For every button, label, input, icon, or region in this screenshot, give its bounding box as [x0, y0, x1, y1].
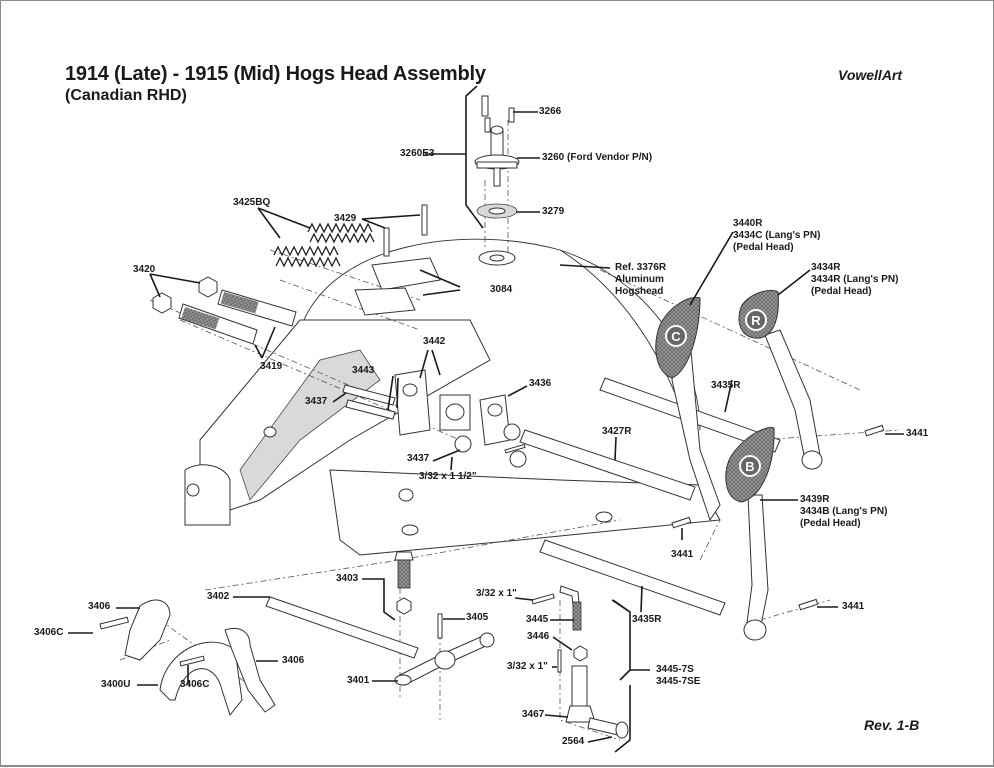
- callout-3446: 3446: [527, 631, 550, 642]
- callout-3440r-line3: (Pedal Head): [733, 242, 794, 253]
- callout-3439r-line2: 3434B (Lang's PN): [800, 506, 888, 517]
- callout-3440r-line2: 3434C (Lang's PN): [733, 230, 821, 241]
- callout-3437-upper: 3437: [305, 396, 328, 407]
- bolt-3403: [394, 551, 414, 615]
- callout-3084: 3084: [490, 284, 513, 295]
- callout-3441-mid: 3441: [671, 549, 694, 560]
- callout-3266: 3266: [539, 106, 562, 117]
- callout-3439r-line3: (Pedal Head): [800, 518, 861, 529]
- callout-3427r: 3427R: [602, 426, 632, 437]
- band-levers-3084: [354, 257, 441, 316]
- callout-3434r-line2: 3434R (Lang's PN): [811, 274, 899, 285]
- cam-and-shaft-parts: [342, 369, 527, 468]
- callout-3376r-line1: Ref. 3376R: [615, 262, 667, 273]
- callout-3406-left: 3406: [88, 601, 111, 612]
- callout-3445-7s: 3445-7S: [656, 664, 694, 675]
- callout-3260: 3260 (Ford Vendor P/N): [542, 152, 653, 163]
- pin-3429-b: [383, 227, 390, 257]
- callout-3434r-line1: 3434R: [811, 262, 841, 273]
- callout-pin-3-32x1-upper: 3/32 x 1": [476, 588, 517, 599]
- pin-3441-mid: [671, 516, 692, 529]
- callout-3406c-left: 3406C: [34, 627, 64, 638]
- callout-3260e3: 3260E3: [400, 148, 435, 159]
- callout-3406-right: 3406: [282, 655, 305, 666]
- page-subtitle: (Canadian RHD): [65, 87, 187, 104]
- callout-3279: 3279: [542, 206, 565, 217]
- callout-3376r-line2: Aluminum: [615, 274, 664, 285]
- callout-pin-3-32x1-lower: 3/32 x 1": [507, 661, 548, 672]
- callout-3441-top: 3441: [906, 428, 929, 439]
- pedal-reverse: R: [738, 290, 823, 470]
- callout-3376r-line3: Hogshead: [615, 286, 664, 297]
- callout-3400u: 3400U: [101, 679, 131, 690]
- steering-plate-3260: [474, 95, 520, 266]
- callout-3439r-line1: 3439R: [800, 494, 830, 505]
- callout-3442: 3442: [423, 336, 446, 347]
- brand-mark: VowellArt: [838, 67, 903, 83]
- callout-3445: 3445: [526, 614, 549, 625]
- adjusting-screws-3419: [178, 289, 297, 345]
- callout-3403: 3403: [336, 573, 359, 584]
- pedal-mark-brake: B: [745, 459, 754, 474]
- revision-label: Rev. 1-B: [864, 717, 920, 733]
- callout-3440r-line1: 3440R: [733, 218, 763, 229]
- callout-pin-3-32x1-1-2: 3/32 x 1 1/2": [419, 471, 477, 482]
- pedal-clutch: C: [655, 296, 721, 522]
- callout-3401: 3401: [347, 675, 370, 686]
- callout-3405: 3405: [466, 612, 489, 623]
- callout-3420: 3420: [133, 264, 156, 275]
- callout-3406c-mid: 3406C: [180, 679, 210, 690]
- pin-3441-top: [864, 424, 885, 437]
- callout-3445-7se: 3445-7SE: [656, 676, 701, 687]
- spring-3425bq: [273, 222, 375, 268]
- callout-2564: 2564: [562, 736, 585, 747]
- callout-3435r-top: 3435R: [711, 380, 741, 391]
- lever-3401: [394, 613, 495, 686]
- callout-leaders: [68, 85, 904, 753]
- pedal-mark-reverse: R: [751, 313, 761, 328]
- nut-3420-a: [198, 276, 218, 298]
- callout-3435r-bottom: 3435R: [632, 614, 662, 625]
- callout-3441-bottom: 3441: [842, 601, 865, 612]
- page-title: 1914 (Late) - 1915 (Mid) Hogs Head Assem…: [65, 63, 486, 85]
- callout-3437-lower: 3437: [407, 453, 430, 464]
- callout-3443: 3443: [352, 365, 375, 376]
- callout-3467: 3467: [522, 709, 545, 720]
- pin-3429-a: [421, 204, 428, 236]
- pedal-brake: B: [725, 427, 775, 641]
- pin-3441-bot: [798, 598, 819, 611]
- callout-3436: 3436: [529, 378, 552, 389]
- callout-3402: 3402: [207, 591, 230, 602]
- callout-3419: 3419: [260, 361, 283, 372]
- callout-3425bq: 3425BQ: [233, 197, 271, 208]
- callout-3434r-line3: (Pedal Head): [811, 286, 872, 297]
- pedal-mark-clutch: C: [671, 329, 681, 344]
- nut-3420-b: [152, 292, 172, 314]
- callout-3429: 3429: [334, 213, 357, 224]
- shifter-forks: [99, 599, 276, 717]
- brake-linkage-3445: [504, 443, 629, 739]
